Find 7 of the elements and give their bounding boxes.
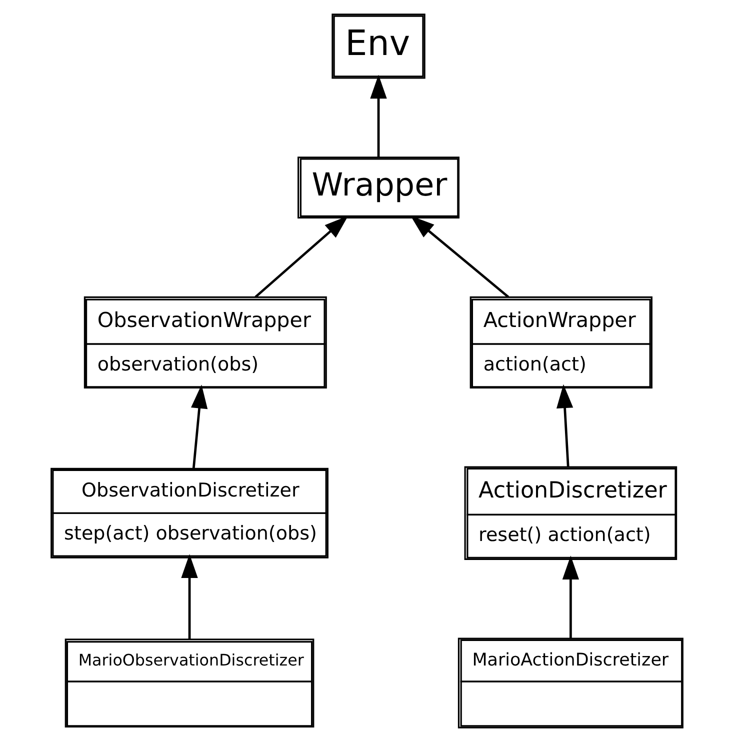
arrow (370, 74, 387, 158)
arrow (191, 384, 208, 469)
arrow (556, 384, 574, 467)
arrow (562, 556, 580, 639)
arrow (254, 216, 348, 298)
arrow (410, 216, 510, 298)
arrow (181, 554, 198, 639)
